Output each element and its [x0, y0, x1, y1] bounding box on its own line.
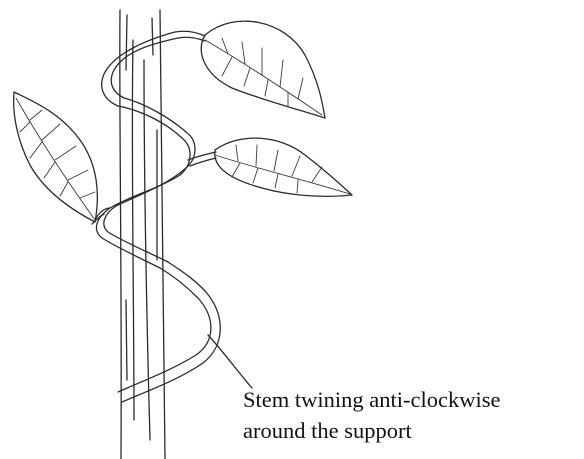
annotation-line-1: Stem twining anti-clockwise	[243, 389, 500, 412]
leaf-top	[201, 21, 325, 118]
leaf-left	[14, 92, 98, 222]
leaf-middle	[215, 138, 352, 196]
support-pole	[120, 10, 165, 459]
twining-stem	[92, 31, 220, 402]
annotation-line-2: around the support	[243, 420, 412, 443]
label-pointer-line	[208, 335, 252, 388]
